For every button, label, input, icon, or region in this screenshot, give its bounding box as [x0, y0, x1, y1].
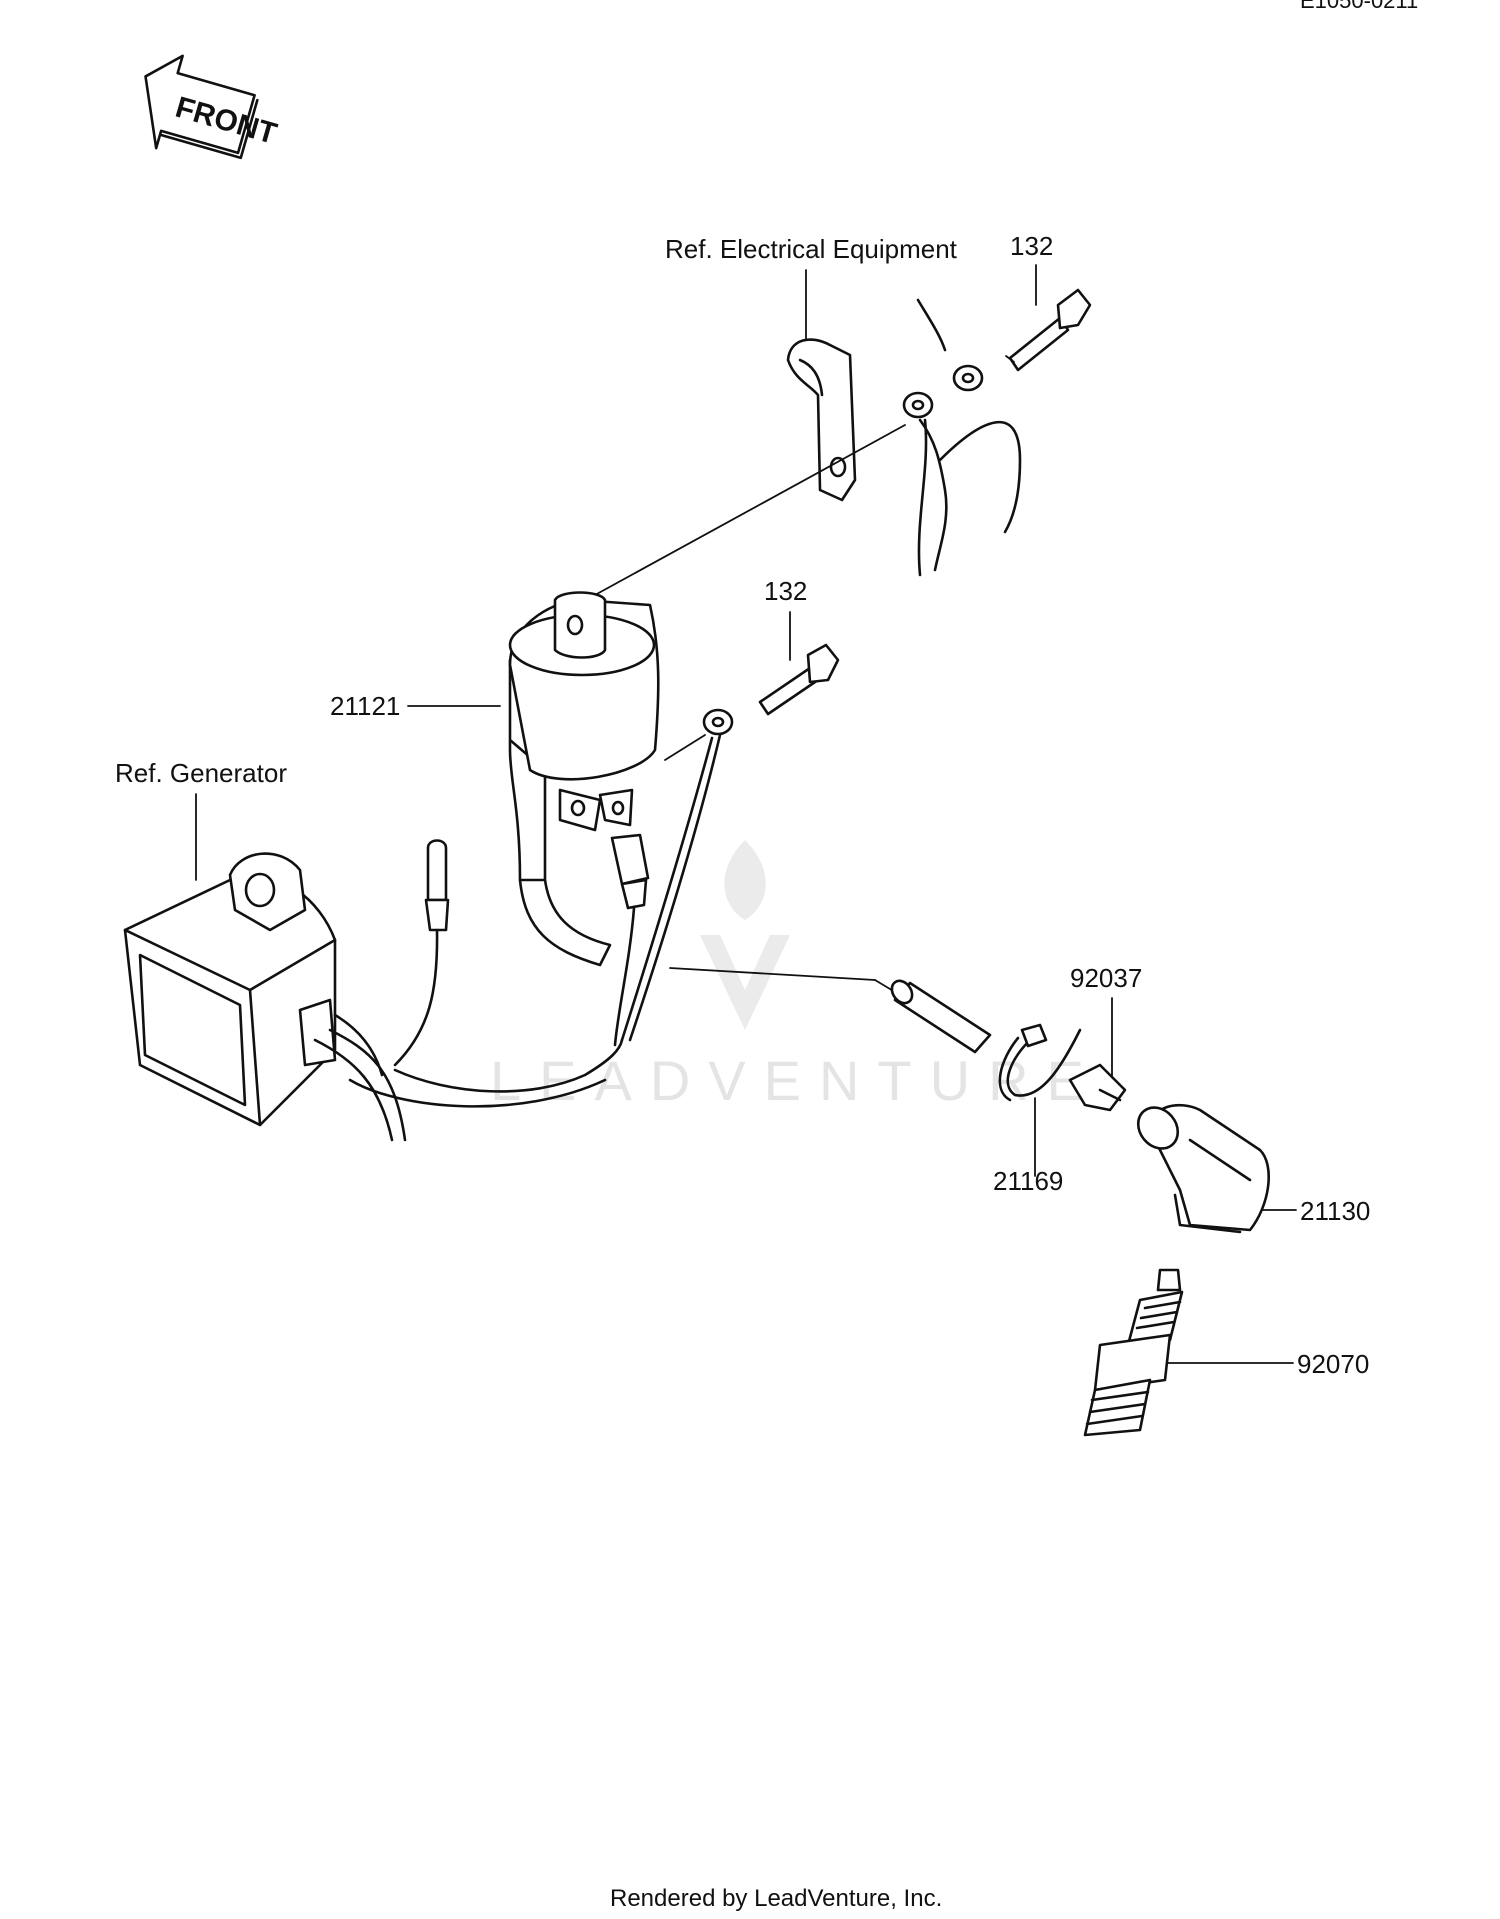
watermark: LEADVENTURE [490, 840, 1102, 1112]
mounting-bracket [786, 338, 857, 502]
footer-credit: Rendered by LeadVenture, Inc. [610, 1885, 942, 1912]
front-arrow-icon: FRONT [144, 54, 280, 160]
diagram-id: E1050-0211 [1300, 0, 1418, 13]
assembly-line-lead [669, 967, 876, 981]
callout-132-lower: 132 [764, 576, 807, 606]
ignition-coil [508, 591, 660, 967]
callout-21130: 21130 [1300, 1196, 1370, 1226]
callout-21169: 21169 [993, 1166, 1063, 1196]
callout-132-upper: 132 [1010, 231, 1053, 261]
ground-wire-upper [902, 298, 1022, 577]
assembly-line-bracket [594, 424, 906, 596]
cap-clip [1068, 1063, 1127, 1112]
watermark-text: LEADVENTURE [490, 1049, 1102, 1112]
callout-21121: 21121 [330, 691, 400, 721]
lead-sleeve [890, 979, 992, 1054]
callout-92070: 92070 [1297, 1349, 1369, 1379]
cdi-unit [123, 852, 407, 1142]
ground-wire-lower [620, 708, 734, 1042]
spark-plug [1083, 1268, 1184, 1437]
hose-clamp [998, 1023, 1082, 1102]
bolt-lower [758, 643, 840, 716]
spark-plug-cap [1136, 1103, 1271, 1234]
wire-connectors [348, 833, 650, 1108]
bolt-upper [1005, 288, 1092, 372]
callout-92037: 92037 [1070, 963, 1142, 993]
ref-generator-label: Ref. Generator [115, 758, 287, 788]
ref-electrical-label: Ref. Electrical Equipment [665, 234, 958, 264]
